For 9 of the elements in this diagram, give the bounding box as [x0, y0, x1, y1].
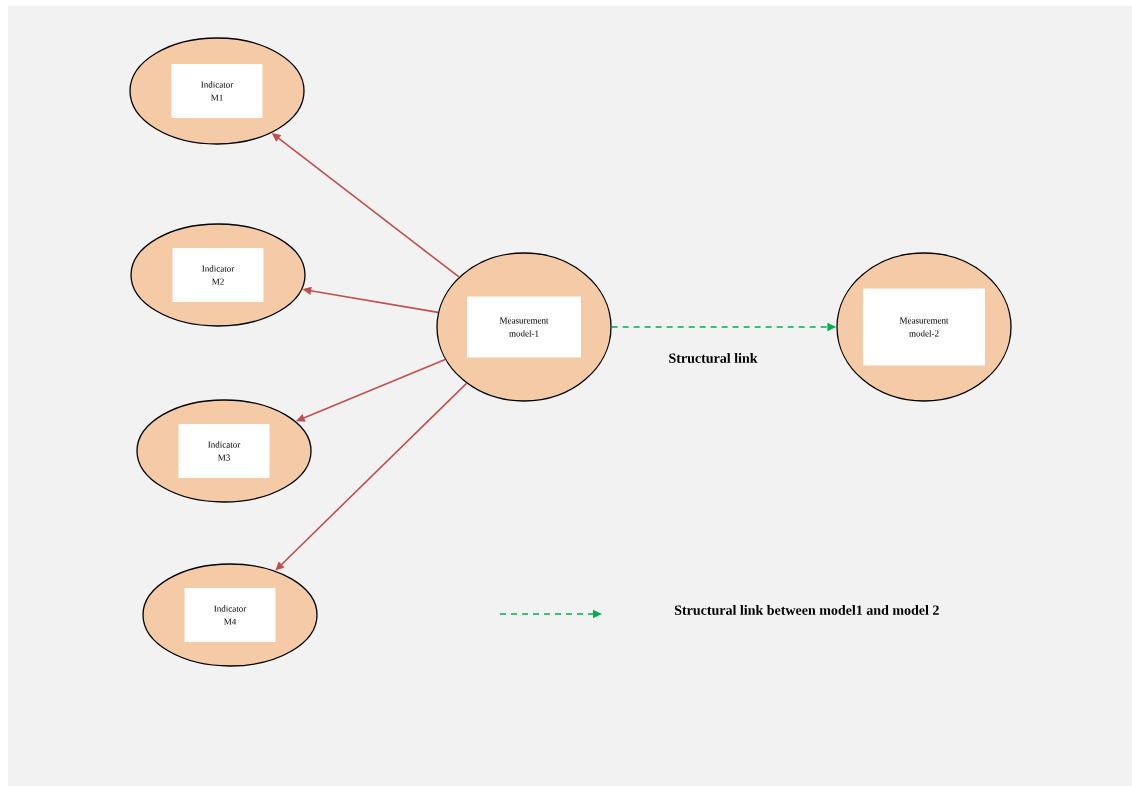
ellipse-node: Indicator M2 [130, 223, 306, 327]
edge-label: Structural link [669, 353, 758, 363]
arrow [275, 382, 468, 571]
legend-text: Structural link between model1 and model 2 [674, 605, 939, 615]
ellipse-node: Indicator M4 [142, 563, 318, 667]
ellipse-node: Measurement model-2 [836, 252, 1012, 402]
ellipse-node: Indicator M1 [129, 37, 305, 145]
ellipse-node: Measurement model-1 [436, 252, 612, 402]
ellipse-node: Indicator M3 [136, 399, 312, 503]
